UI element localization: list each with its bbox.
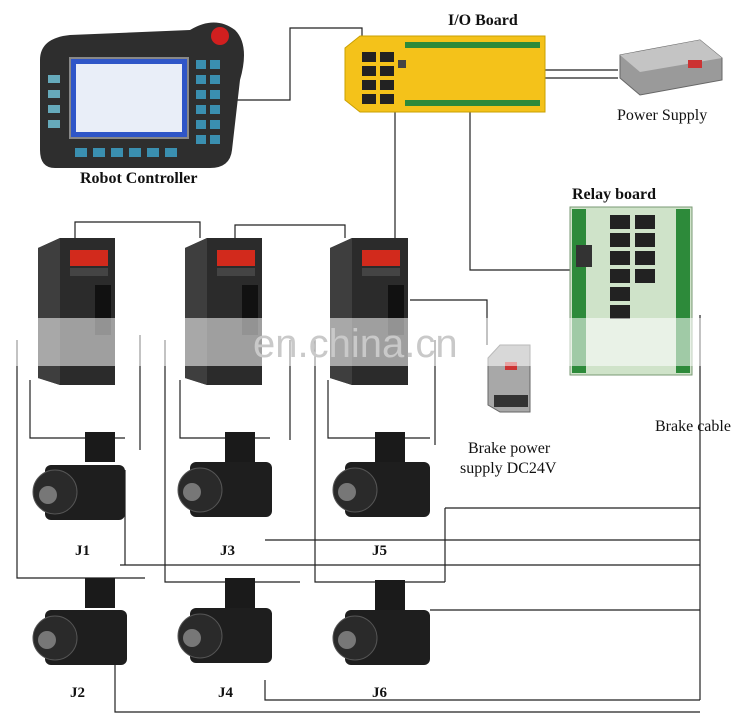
wire-left2 [30, 380, 125, 438]
relay-board-label: Relay board [572, 186, 656, 204]
robot-controller-label: Robot Controller [80, 170, 197, 188]
io-terminal-bottom [405, 100, 540, 106]
io-terminal-top [405, 42, 540, 48]
io-board-label: I/O Board [448, 12, 518, 30]
brake-power-label-line1: Brake power [468, 440, 550, 458]
joint-label-j2: J2 [70, 685, 85, 702]
brake-power-label-line2: supply DC24V [460, 460, 556, 478]
power-supply-label: Power Supply [617, 107, 707, 125]
motor-j5 [333, 432, 430, 517]
motor-j1 [33, 432, 125, 520]
wire-bottom2 [265, 680, 700, 700]
motor-j3 [178, 432, 272, 517]
motor-j6 [333, 580, 430, 665]
robot-controller [40, 23, 244, 169]
wire-drive1-2 [75, 222, 200, 238]
io-board [345, 36, 545, 112]
brake-cable-label: Brake cable [655, 418, 731, 436]
joint-label-j3: J3 [220, 543, 235, 560]
joint-label-j1: J1 [75, 543, 90, 560]
estop-button [211, 27, 229, 45]
wire-right2 [328, 380, 430, 438]
joint-label-j5: J5 [372, 543, 387, 560]
joint-label-j6: J6 [372, 685, 387, 702]
wire-controller-io [225, 28, 362, 100]
motor-j4 [178, 578, 272, 663]
wire-drive2-3 [235, 225, 345, 238]
power-supply [620, 40, 722, 95]
watermark-text: en.china.cn [253, 322, 458, 367]
wire-mid2 [180, 380, 270, 438]
joint-label-j4: J4 [218, 685, 233, 702]
motor-j2 [33, 578, 127, 665]
